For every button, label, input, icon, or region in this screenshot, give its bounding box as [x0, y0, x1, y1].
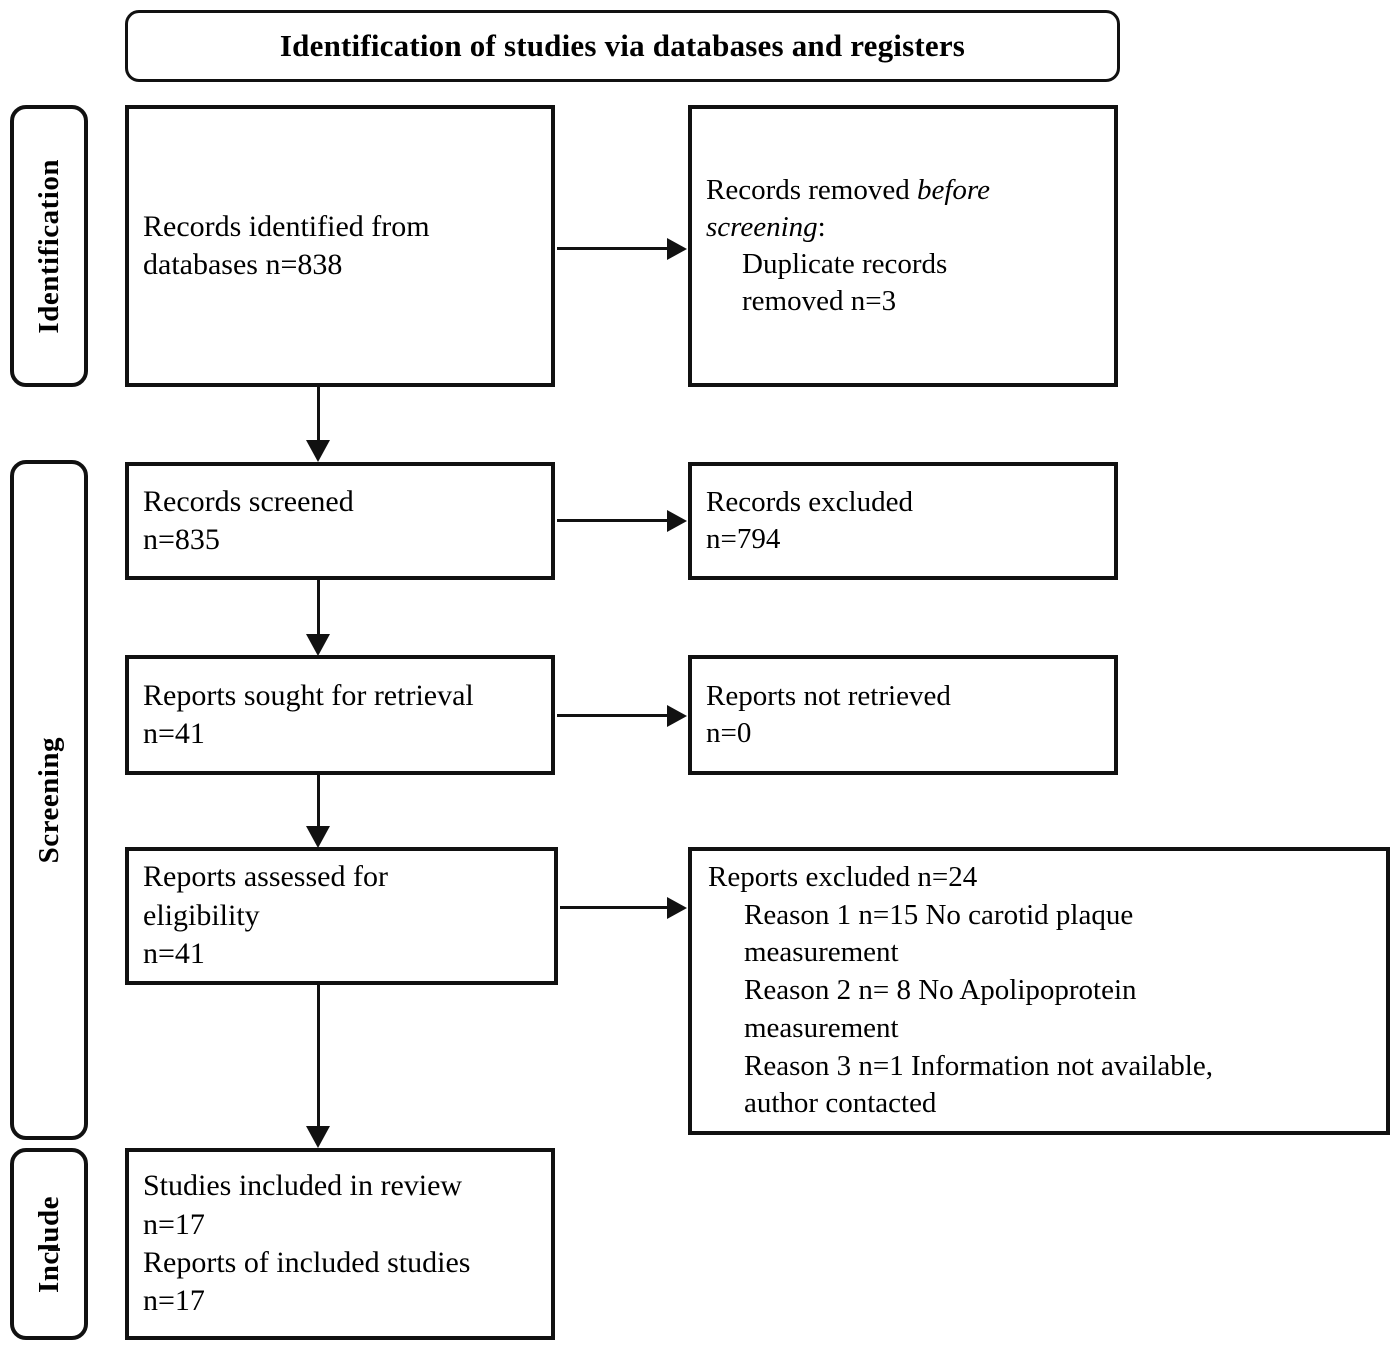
- stage-rail-include: Include: [10, 1148, 88, 1340]
- records-removed-italic-screening: screening: [706, 210, 818, 243]
- diagram-title: Identification of studies via databases …: [279, 28, 966, 63]
- records-identified-line2: databases n=838: [143, 248, 343, 281]
- reports-sought-line2: n=41: [143, 717, 205, 750]
- studies-included-line1: Studies included in review: [143, 1169, 463, 1203]
- records-screened-line2: n=835: [143, 523, 220, 556]
- reports-assessed-line1: Reports assessed for: [143, 860, 388, 894]
- box-records-screened: Records screened n=835: [125, 462, 555, 580]
- reports-sought-line1: Reports sought for retrieval: [143, 678, 474, 712]
- box-reports-not-retrieved: Reports not retrieved n=0: [688, 655, 1118, 775]
- stage-rail-screening: Screening: [10, 460, 88, 1140]
- box-studies-included: Studies included in review n=17 Reports …: [125, 1148, 555, 1340]
- studies-included-line3: Reports of included studies: [143, 1246, 471, 1279]
- stage-label-screening: Screening: [32, 736, 65, 864]
- records-excluded-line1: Records excluded: [706, 485, 913, 518]
- rail-dash-artifact: [48, 1248, 60, 1251]
- box-records-identified: Records identified from databases n=838: [125, 105, 555, 387]
- records-removed-colon: :: [817, 210, 826, 243]
- studies-included-line2: n=17: [143, 1207, 205, 1241]
- stage-label-identification: Identification: [32, 158, 65, 334]
- box-reports-assessed: Reports assessed for eligibility n=41: [125, 847, 558, 985]
- records-removed-line1: Records removed before: [706, 172, 1100, 209]
- box-records-excluded: Records excluded n=794: [688, 462, 1118, 580]
- records-identified-line1: Records identified from: [143, 209, 430, 243]
- reports-not-retrieved-line2: n=0: [706, 717, 752, 749]
- records-screened-line1: Records screened: [143, 484, 354, 518]
- stage-rail-identification: Identification: [10, 105, 88, 387]
- records-removed-line4: removed n=3: [742, 285, 897, 318]
- reports-excluded-reason-3: Reason 3 n=1 Information not available, …: [744, 1049, 1213, 1120]
- reports-assessed-line3: n=41: [143, 937, 205, 971]
- records-removed-line2: screening:: [706, 209, 1100, 246]
- reports-assessed-line2: eligibility: [143, 898, 260, 932]
- diagram-header-banner: Identification of studies via databases …: [125, 10, 1120, 82]
- reports-excluded-reason-1: Reason 1 n=15 No carotid plaque measurem…: [744, 898, 1134, 969]
- box-reports-sought: Reports sought for retrieval n=41: [125, 655, 555, 775]
- records-excluded-line2: n=794: [706, 523, 781, 555]
- box-records-removed: Records removed before screening: Duplic…: [688, 105, 1118, 387]
- stage-label-include: Include: [32, 1195, 65, 1293]
- reports-excluded-reason-2: Reason 2 n= 8 No Apolipoprotein measurem…: [744, 974, 1137, 1044]
- box-reports-excluded-reasons: Reports excluded n=24 Reason 1 n=15 No c…: [688, 847, 1390, 1135]
- records-removed-line3: Duplicate records: [742, 248, 948, 280]
- reports-excluded-heading: Reports excluded n=24: [708, 861, 978, 894]
- records-removed-prefix: Records removed: [706, 173, 917, 206]
- reports-not-retrieved-line1: Reports not retrieved: [706, 679, 951, 712]
- records-removed-italic-before: before: [917, 173, 991, 206]
- studies-included-line4: n=17: [143, 1284, 205, 1318]
